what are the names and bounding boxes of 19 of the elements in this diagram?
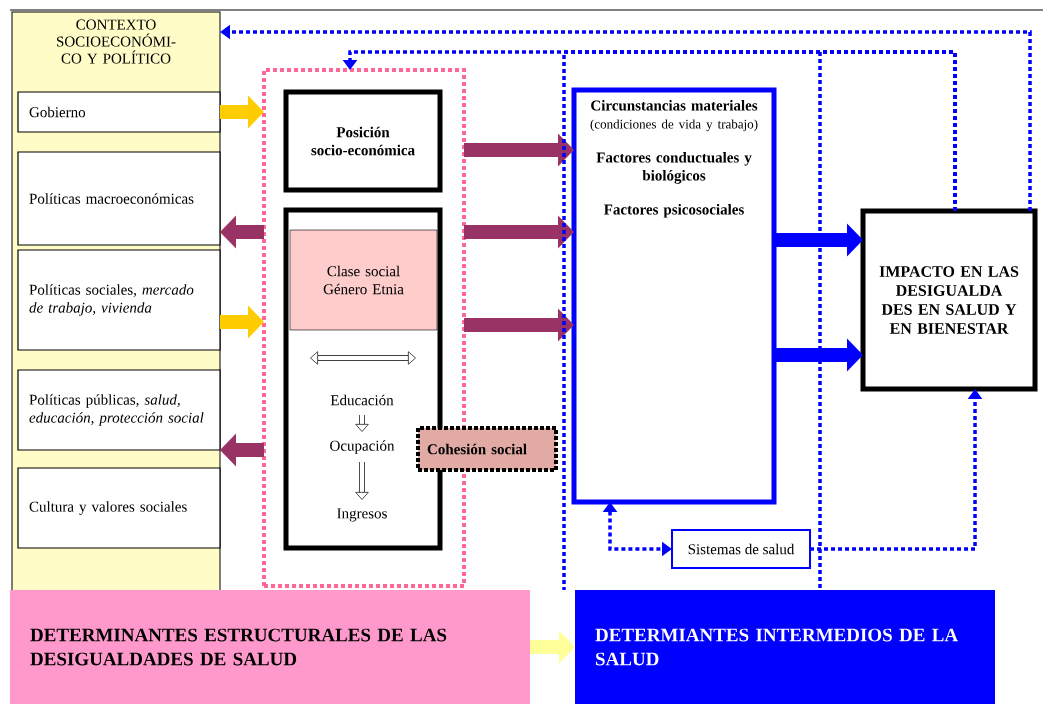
policy-box: Políticas macroeconómicas [17,151,221,246]
health-system-box: Sistemas de salud [671,529,811,569]
position-box: Posición socio-económica [283,89,443,193]
impact-box: IMPACTO EN LAS DESIGUALDA DES EN SALUD Y EN BIENESTAR [860,208,1038,392]
intermediate-box: Circunstancias materiales (condiciones de vida y trabajo) Factores conductuales y biológicos Factores psicosociales [571,87,777,505]
policy-box: Cultura y valores sociales [17,467,221,549]
social-class-box: Clase social Género Etnia [289,229,438,331]
policy-box: Políticas sociales, mercado de trabajo, vivienda [17,249,221,351]
stage-text: Educación [330,394,394,406]
dotted-line [818,50,957,590]
hollow-arrow [355,462,369,500]
banner: DETERMINANTES ESTRUCTURALES DE LAS DESIGUALDADES DE SALUD [10,590,530,704]
banner: DETERMIANTES INTERMEDIOS DE LA SALUD [575,590,995,704]
stage-text: Ingresos [337,508,387,522]
policy-box: Gobierno [17,91,221,133]
hollow-arrow [355,415,369,432]
policy-box: Políticas públicas, salud, educación, protección social [17,369,221,451]
cohesion-box: Cohesión social [416,426,558,472]
stage-text: Ocupación [330,440,395,454]
